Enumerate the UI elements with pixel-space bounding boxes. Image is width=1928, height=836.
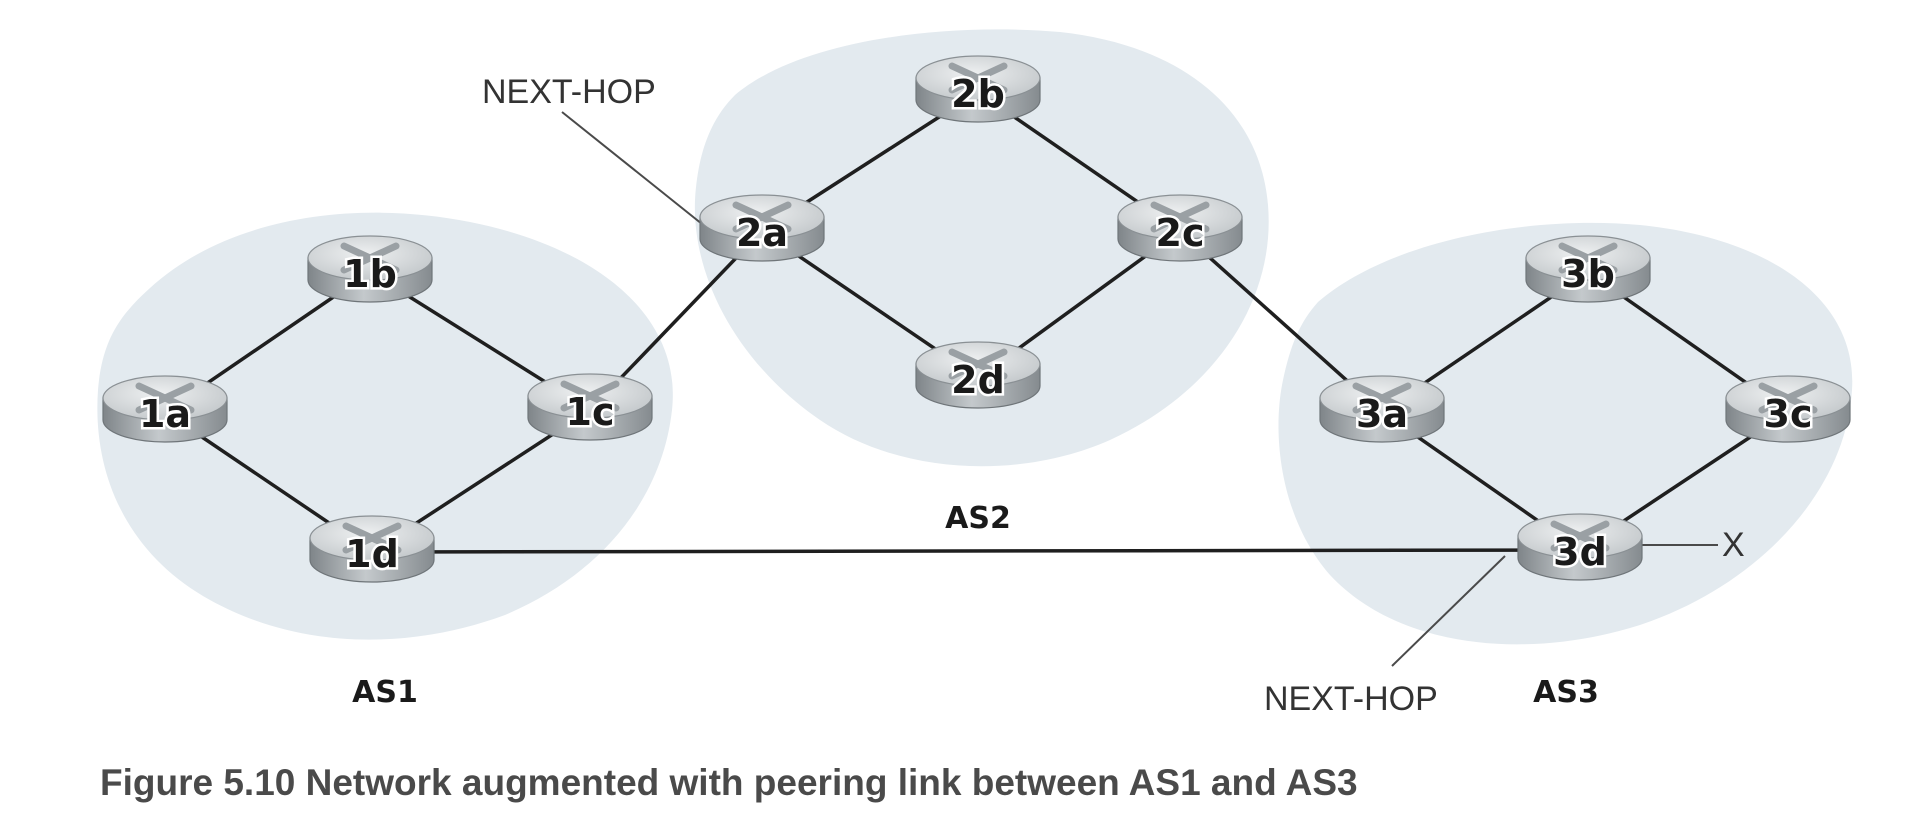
routers: 1a 1b 1c 1d 2a 2b 2c 2d 3a 3b 3c 3d [102, 55, 1851, 583]
router-label: 3a [1356, 392, 1408, 436]
as2-region [694, 29, 1269, 467]
next-hop-top-label: NEXT-HOP [482, 73, 656, 111]
router-1b[interactable]: 1b [307, 235, 433, 303]
router-icon [1352, 382, 1412, 414]
next-hop-bottom-label: NEXT-HOP [1264, 680, 1438, 718]
router-label: 2d [951, 358, 1005, 402]
router-label: 3d [1553, 530, 1607, 574]
router-label: 2c [1156, 211, 1205, 255]
router-2a[interactable]: 2a [699, 194, 825, 262]
destination-x-label: X [1722, 526, 1745, 564]
link-1d-3d [371, 548, 1581, 554]
router-icon [948, 348, 1008, 380]
router-1d[interactable]: 1d [309, 515, 435, 583]
router-icon [135, 382, 195, 414]
router-3b[interactable]: 3b [1525, 235, 1651, 303]
router-label: 3b [1561, 252, 1615, 296]
router-1c[interactable]: 1c [527, 373, 653, 441]
router-icon [340, 242, 400, 274]
figure-caption: Figure 5.10 Network augmented with peeri… [100, 762, 1358, 803]
router-label: 3c [1764, 392, 1813, 436]
router-label: 2a [736, 211, 788, 255]
router-icon [732, 201, 792, 233]
as1-region [97, 212, 673, 640]
router-label: 1a [139, 392, 191, 436]
next-hop-bottom-leader [1391, 555, 1506, 667]
router-icon [1758, 382, 1818, 414]
as1-label: AS1 [352, 675, 418, 710]
router-icon [342, 522, 402, 554]
router-label: 2b [951, 72, 1005, 116]
as3-label: AS3 [1533, 675, 1599, 710]
next-hop-top-leader [561, 111, 713, 233]
as2-label: AS2 [945, 501, 1011, 536]
router-3d[interactable]: 3d [1517, 513, 1643, 581]
router-icon [1150, 201, 1210, 233]
router-1a[interactable]: 1a [102, 375, 228, 443]
router-2d[interactable]: 2d [915, 341, 1041, 409]
router-3c[interactable]: 3c [1725, 375, 1851, 443]
router-label: 1b [343, 252, 397, 296]
router-label: 1c [566, 390, 615, 434]
router-2c[interactable]: 2c [1117, 194, 1243, 262]
router-label: 1d [345, 532, 399, 576]
router-2b[interactable]: 2b [915, 55, 1041, 123]
router-icon [1558, 242, 1618, 274]
router-icon [948, 62, 1008, 94]
router-icon [560, 380, 620, 412]
router-icon [1550, 520, 1610, 552]
router-3a[interactable]: 3a [1319, 375, 1445, 443]
as3-region [1278, 222, 1853, 645]
